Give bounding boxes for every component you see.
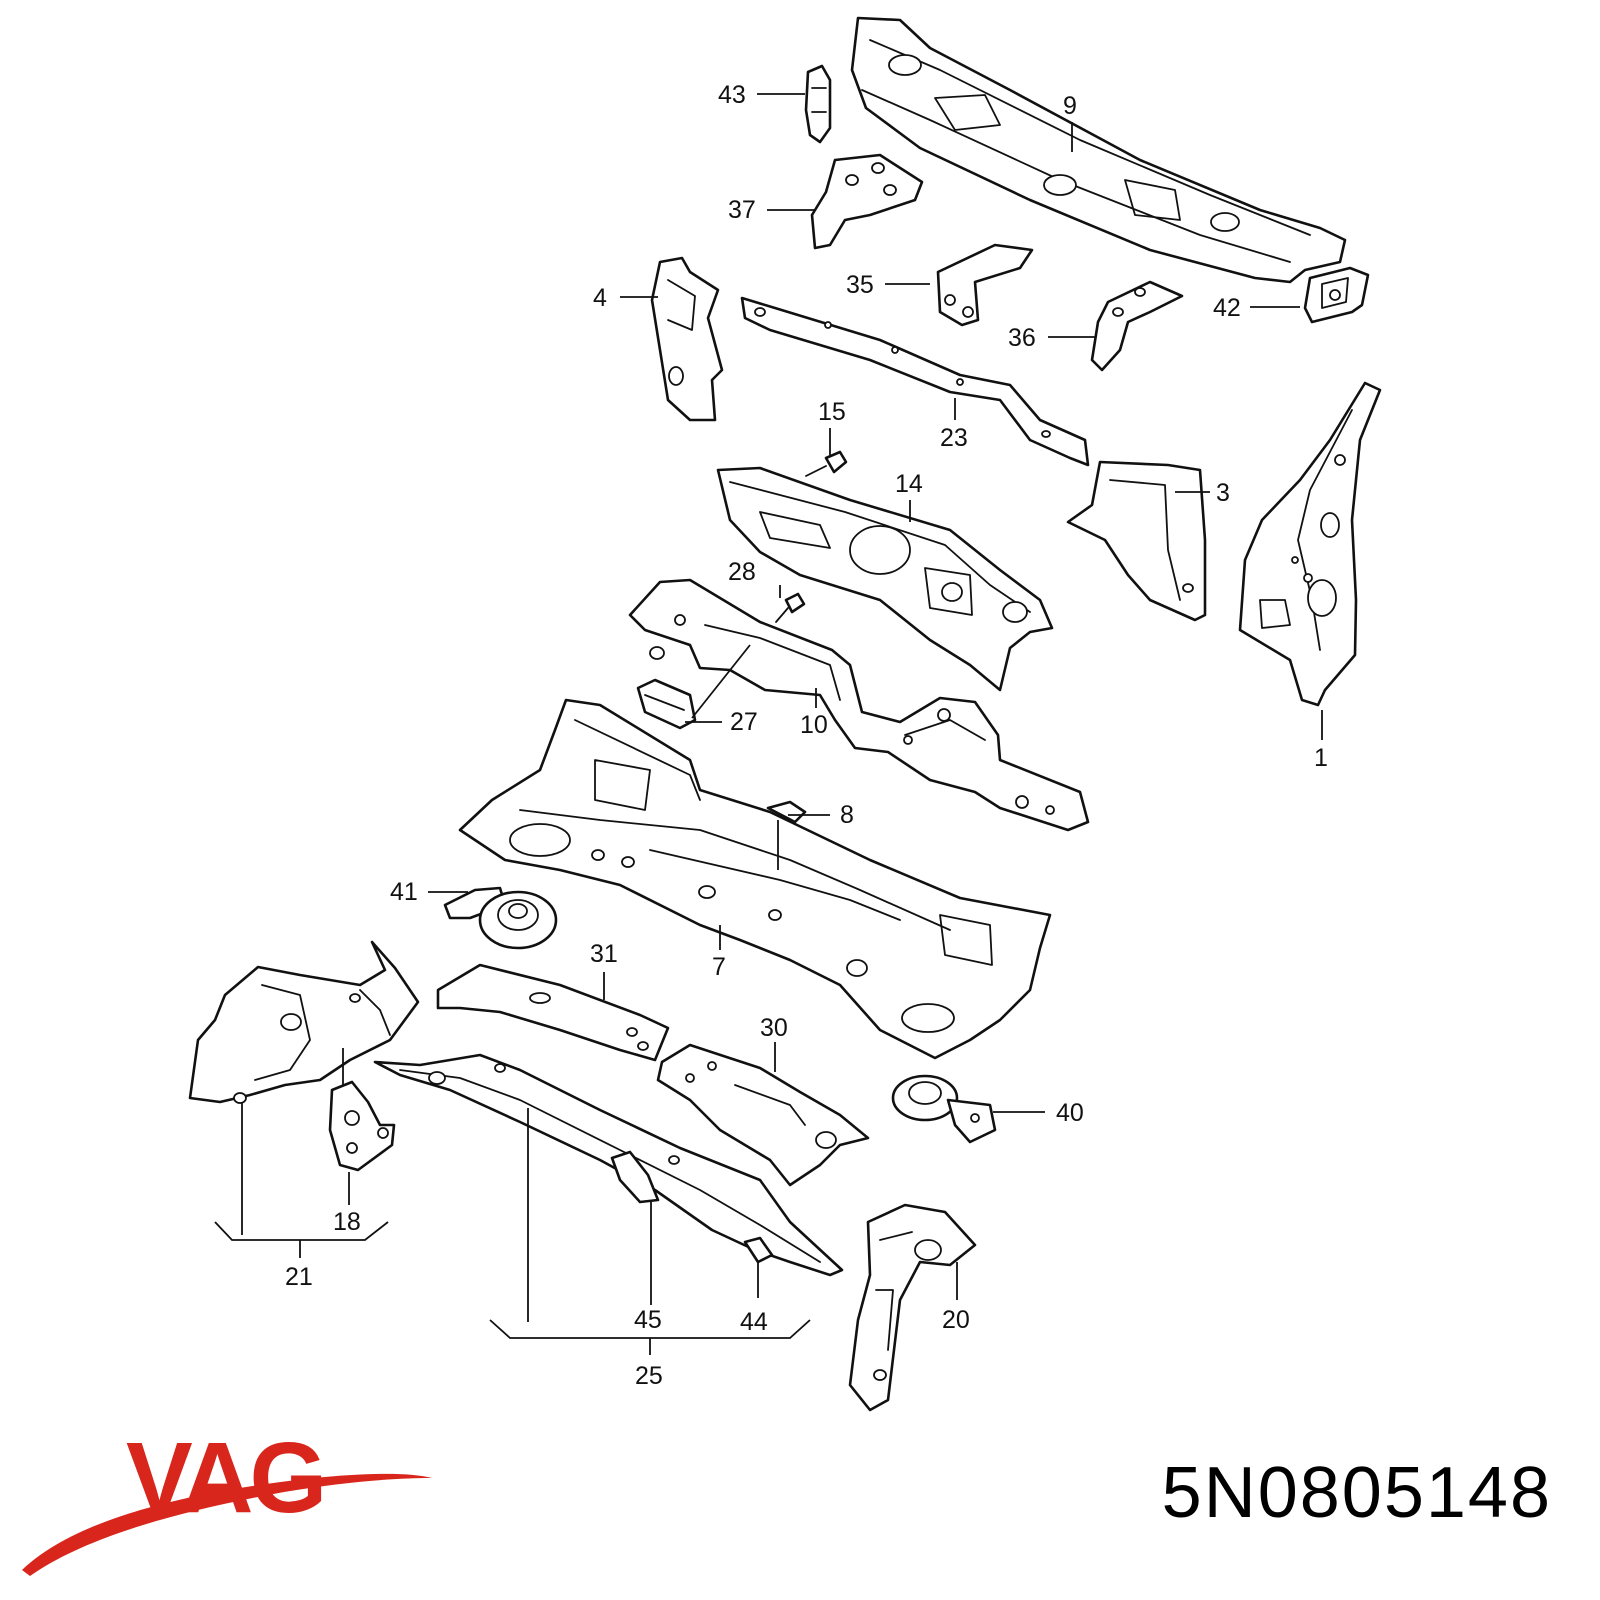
part-36-bracket[interactable] [1090,280,1184,372]
part-8-clip[interactable] [766,800,807,824]
part-35-bracket[interactable] [936,243,1034,327]
callout-35: 35 [846,271,874,299]
part-28-bolt[interactable] [775,592,806,623]
callout-44: 44 [740,1308,768,1336]
callout-7: 7 [712,953,726,981]
leader-lines [214,93,1323,1355]
part-30-reinforcement[interactable] [656,1043,870,1187]
callout-36: 36 [1008,324,1036,352]
callout-41: 41 [390,878,418,906]
part-40-strut-mount[interactable] [891,1074,997,1144]
callout-23: 23 [940,424,968,452]
brand-name: VAG [126,1422,323,1534]
callout-21: 21 [285,1263,313,1291]
callout-30: 30 [760,1014,788,1042]
part-27-bracket[interactable] [636,678,697,730]
part-44-clip[interactable] [743,1236,774,1264]
part-1-side-panel[interactable] [1238,381,1382,707]
part-37-bracket[interactable] [810,153,924,250]
callout-25: 25 [635,1362,663,1390]
part-31-reinforcement[interactable] [436,963,670,1062]
part-9-cowl-panel[interactable] [850,16,1347,284]
part-14-bulkhead-insulation[interactable] [716,466,1054,692]
part-4-a-pillar-insert[interactable] [650,256,724,422]
callout-18: 18 [333,1208,361,1236]
callout-8: 8 [840,801,854,829]
callout-43: 43 [718,81,746,109]
part-43-bracket[interactable] [804,64,832,144]
part-18-bracket[interactable] [328,1080,396,1172]
callout-3: 3 [1216,479,1230,507]
callout-4: 4 [593,284,607,312]
callout-14: 14 [895,470,923,498]
part-number-label: 5N0805148 [1161,1453,1552,1533]
callout-9: 9 [1063,92,1077,120]
callout-labels: 43 9 37 35 4 42 36 23 15 3 14 28 27 10 1… [285,81,1328,1390]
callout-45: 45 [634,1306,662,1334]
part-42-bracket[interactable] [1303,266,1370,324]
callout-15: 15 [818,398,846,426]
callout-10: 10 [800,711,828,739]
part-7-bulkhead[interactable] [458,698,1052,1060]
part-21-wheelhouse-assembly[interactable] [188,940,420,1104]
part-23-reinforcement-strip[interactable] [740,296,1090,467]
part-20-wheelhouse-panel[interactable] [848,1203,977,1412]
part-10-crossmember[interactable] [628,578,1090,832]
callout-37: 37 [728,196,756,224]
part-41-strut-mount[interactable] [443,886,558,950]
callout-42: 42 [1213,294,1241,322]
part-25-lower-plenum-assembly[interactable] [373,1053,844,1277]
callout-40: 40 [1056,1099,1084,1127]
callout-1: 1 [1314,744,1328,772]
part-15-bolt[interactable] [805,450,848,477]
vag-swoosh-logo-icon: VAG [22,1422,432,1576]
part-3-wheelhouse-panel[interactable] [1066,460,1207,622]
callout-31: 31 [590,940,618,968]
part-45-clip[interactable] [610,1150,660,1204]
callout-20: 20 [942,1306,970,1334]
callout-28: 28 [728,558,756,586]
callout-27: 27 [730,708,758,736]
